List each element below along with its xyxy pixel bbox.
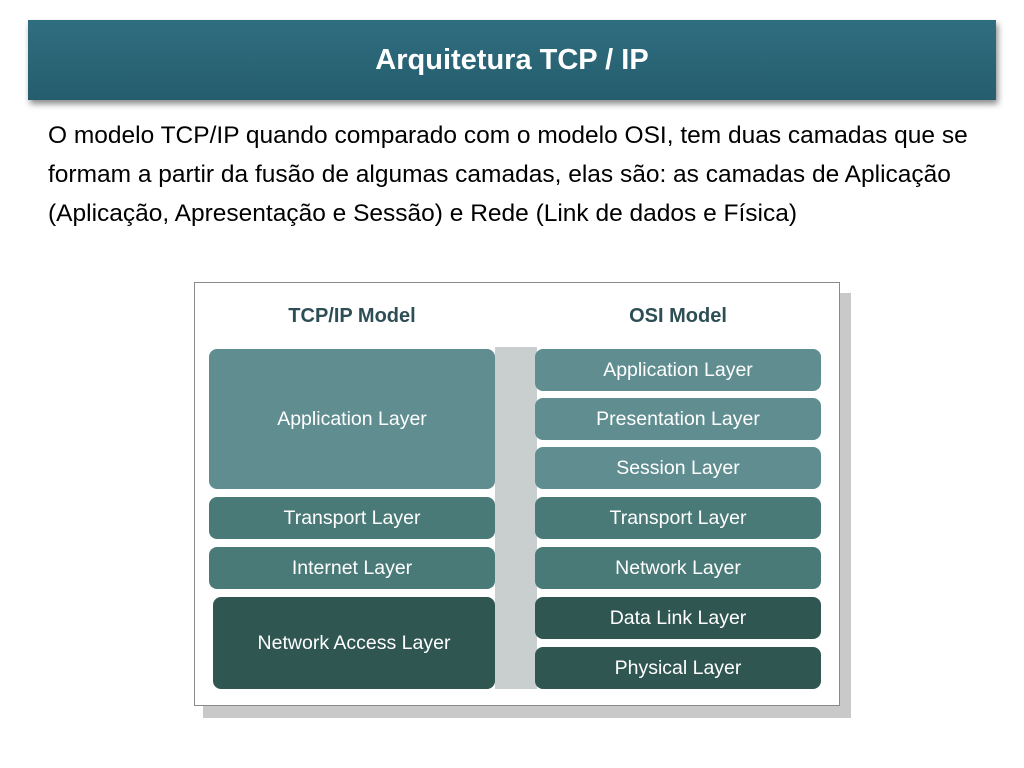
tcpip-model-heading: TCP/IP Model <box>288 305 416 327</box>
osi-application-layer: Application Layer <box>535 349 821 391</box>
slide-title: Arquitetura TCP / IP <box>375 43 649 76</box>
tcpip-osi-diagram: TCP/IP Model OSI Model Application Layer… <box>194 282 840 706</box>
osi-session-layer: Session Layer <box>535 447 821 489</box>
tcpip-transport-layer: Transport Layer <box>209 497 495 539</box>
mapping-band <box>495 347 537 689</box>
tcpip-internet-layer: Internet Layer <box>209 547 495 589</box>
osi-data-link-layer: Data Link Layer <box>535 597 821 639</box>
tcpip-application-layer: Application Layer <box>209 349 495 489</box>
osi-physical-layer: Physical Layer <box>535 647 821 689</box>
osi-network-layer: Network Layer <box>535 547 821 589</box>
tcpip-network-access-layer: Network Access Layer <box>213 597 495 689</box>
osi-transport-layer: Transport Layer <box>535 497 821 539</box>
slide-body-text: O modelo TCP/IP quando comparado com o m… <box>48 122 968 227</box>
slide-title-bar: Arquitetura TCP / IP <box>28 20 996 100</box>
osi-model-heading: OSI Model <box>629 305 727 327</box>
osi-presentation-layer: Presentation Layer <box>535 398 821 440</box>
